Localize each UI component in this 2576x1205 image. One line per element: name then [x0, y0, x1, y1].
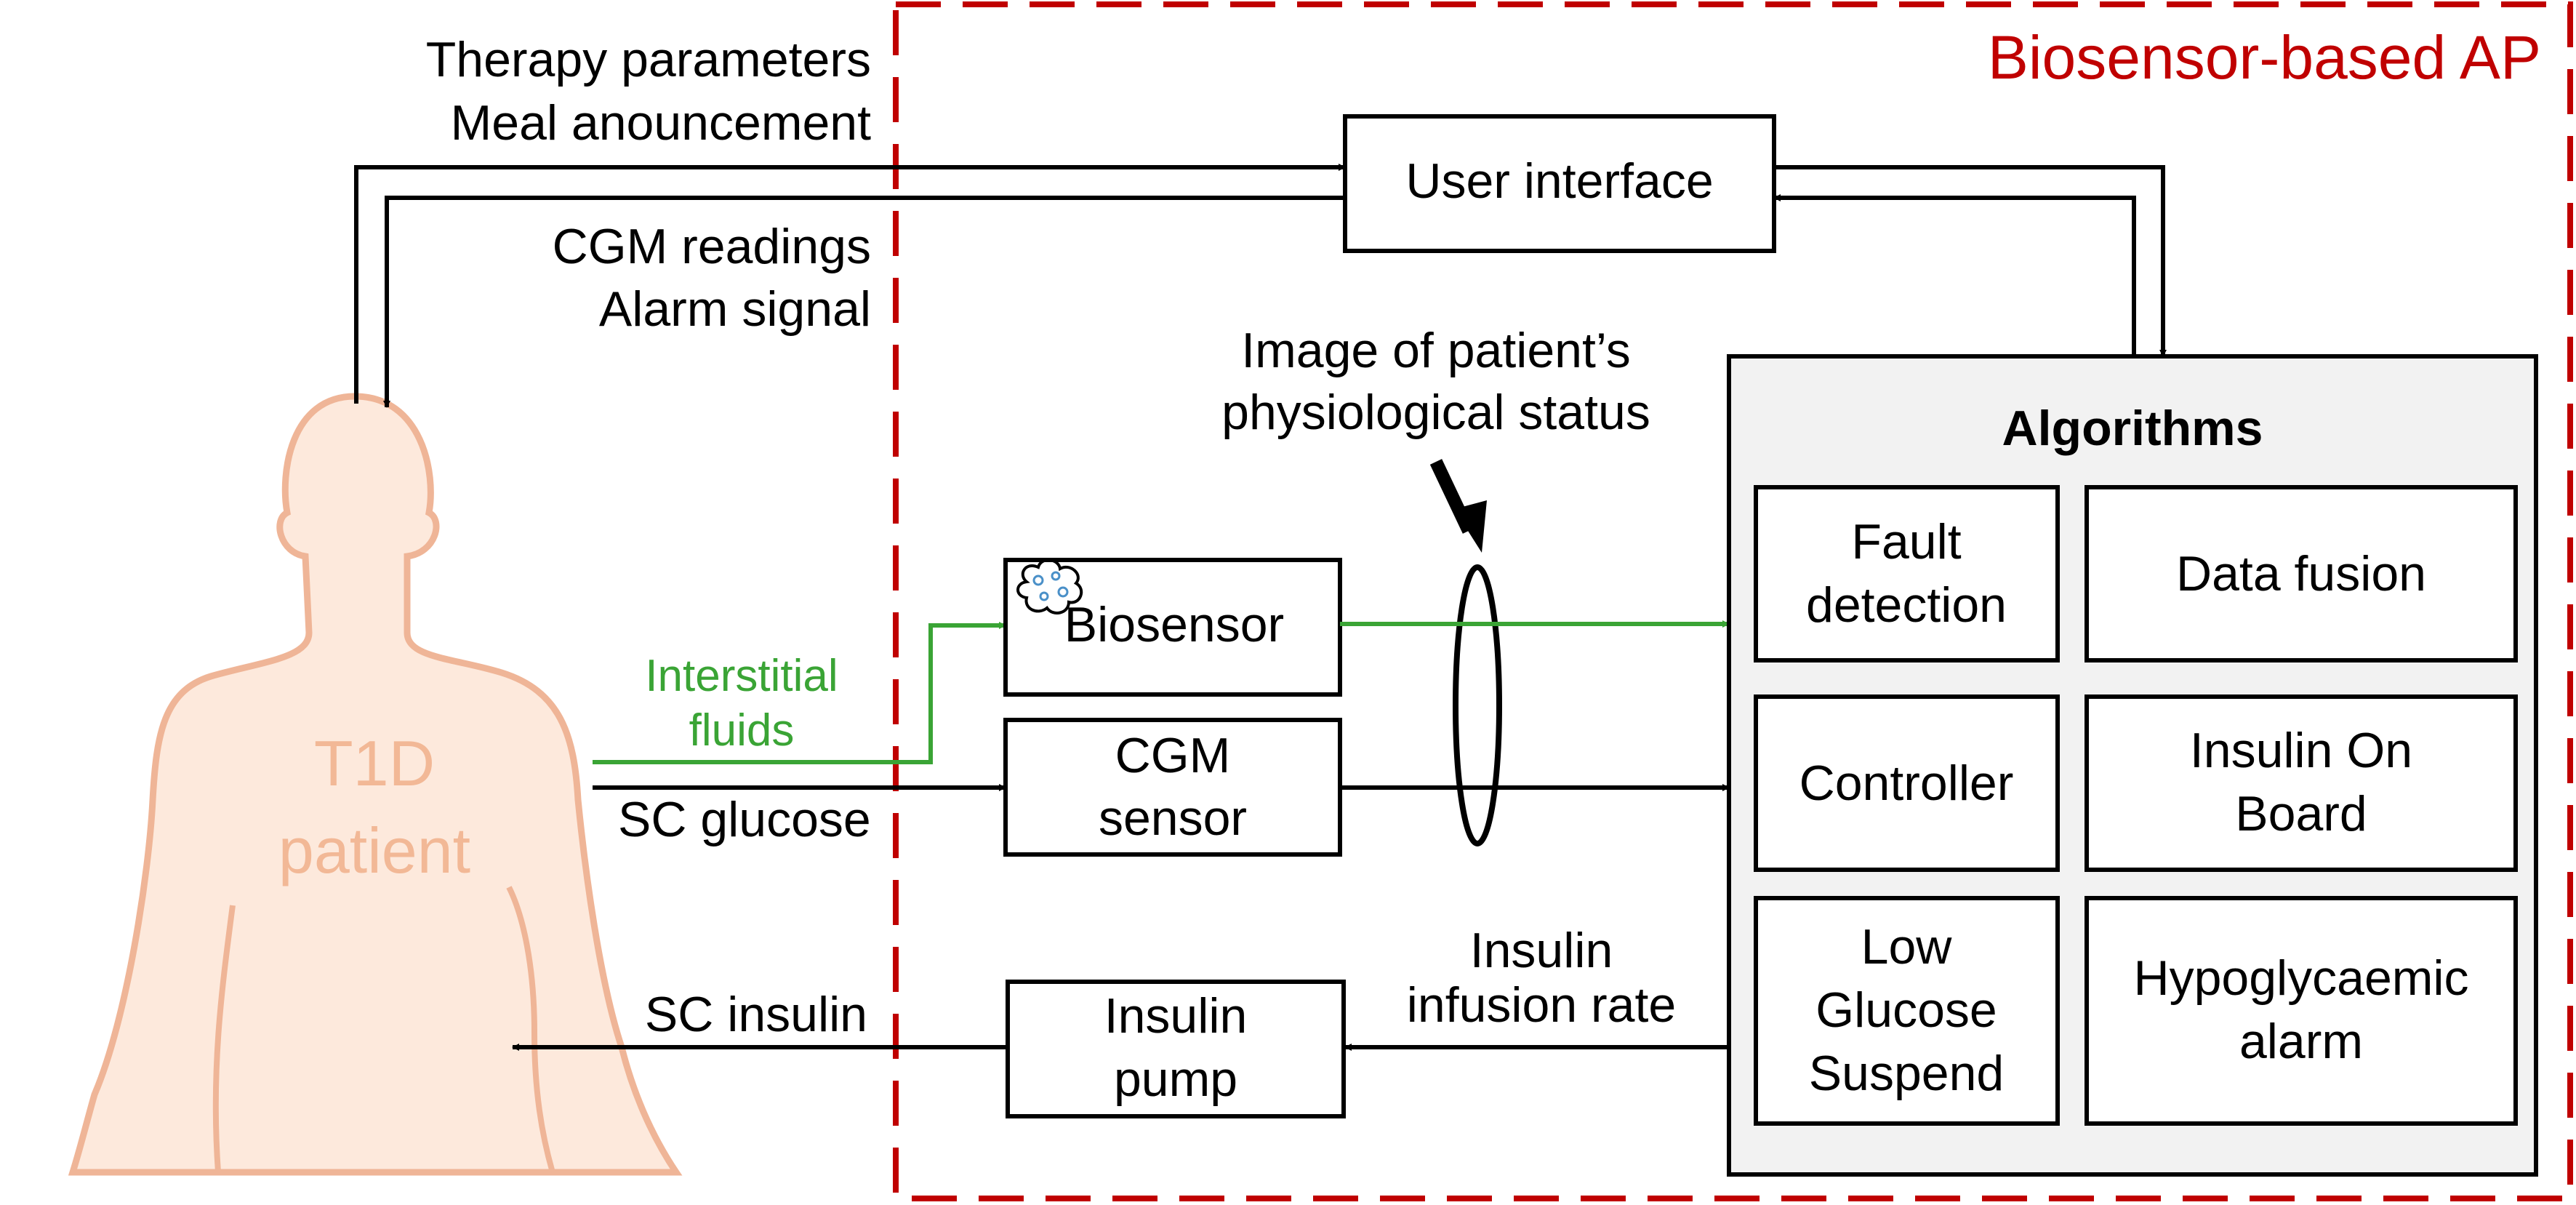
label-sc-glucose: SC glucose	[618, 792, 871, 847]
user-interface-box	[1343, 114, 1776, 253]
arrow-ui-to-algorithms	[1774, 165, 2167, 357]
low-glucose-suspend-label-line1: Low	[1861, 919, 1953, 974]
cell-cluster-icon	[1016, 559, 1083, 614]
insulin-pump-label-line1: Insulin	[1104, 988, 1248, 1044]
patient-label-line2: patient	[278, 814, 470, 886]
controller-box	[1754, 694, 2060, 872]
label-image-line1: Image of patient’s	[1241, 323, 1631, 378]
label-infusion-line1: Insulin	[1470, 923, 1613, 978]
label-alarm-signal: Alarm signal	[599, 281, 871, 337]
cgm-sensor-box	[1003, 718, 1342, 857]
patient-arm-left-line	[212, 905, 236, 1173]
biosensor-label: Biosensor	[1064, 597, 1284, 652]
label-therapy-parameters: Therapy parameters	[426, 32, 871, 87]
ap-boundary	[893, 1, 2573, 1201]
label-sc-insulin: SC insulin	[645, 987, 867, 1042]
biosensor-box	[1003, 558, 1342, 697]
insulin-on-board-label-line2: Board	[2235, 786, 2367, 841]
low-glucose-suspend-box	[1754, 896, 2060, 1126]
hypoglycaemic-alarm-box	[2085, 896, 2518, 1126]
user-interface-label: User interface	[1405, 153, 1713, 209]
cgm-sensor-label-line2: sensor	[1099, 790, 1247, 846]
insulin-on-board-box	[2085, 694, 2518, 872]
arrow-fluids-to-biosensor	[593, 622, 1006, 764]
patient-arm-right-line	[506, 886, 555, 1174]
data-fusion-label: Data fusion	[2176, 546, 2426, 601]
lens-ellipse	[1453, 564, 1502, 846]
insulin-on-board-label-line1: Insulin On	[2190, 723, 2412, 778]
algorithms-title: Algorithms	[2002, 401, 2263, 456]
arrow-patient-to-ui	[354, 164, 1346, 404]
hypoglycaemic-alarm-label-line2: alarm	[2239, 1014, 2363, 1069]
fault-detection-label-line1: Fault	[1851, 514, 1961, 569]
insulin-pump-box	[1006, 980, 1346, 1118]
ap-title: Biosensor-based AP	[1988, 23, 2541, 92]
data-fusion-box	[2085, 485, 2518, 662]
fault-detection-box	[1754, 485, 2060, 662]
arrow-algorithms-to-ui	[1773, 194, 2136, 356]
cgm-sensor-label-line1: CGM	[1115, 728, 1231, 783]
label-infusion-line2: infusion rate	[1407, 977, 1676, 1033]
insulin-pump-label-line2: pump	[1114, 1052, 1237, 1107]
low-glucose-suspend-label-line2: Glucose	[1815, 982, 1997, 1038]
arrow-image-pointer-head	[1454, 500, 1487, 553]
hypoglycaemic-alarm-label-line1: Hypoglycaemic	[2133, 950, 2468, 1006]
label-interstitial-line1: Interstitial	[645, 651, 838, 701]
label-cgm-readings: CGM readings	[553, 219, 871, 274]
controller-label: Controller	[1799, 756, 2014, 811]
label-meal-announcement: Meal anouncement	[451, 95, 871, 151]
patient-label-line1: T1D	[314, 727, 435, 799]
low-glucose-suspend-label-line3: Suspend	[1809, 1046, 2004, 1101]
fault-detection-label-line2: detection	[1806, 577, 2007, 633]
label-image-line2: physiological status	[1221, 385, 1650, 440]
arrow-ui-to-patient	[383, 196, 1345, 408]
label-interstitial-line2: fluids	[689, 705, 795, 756]
